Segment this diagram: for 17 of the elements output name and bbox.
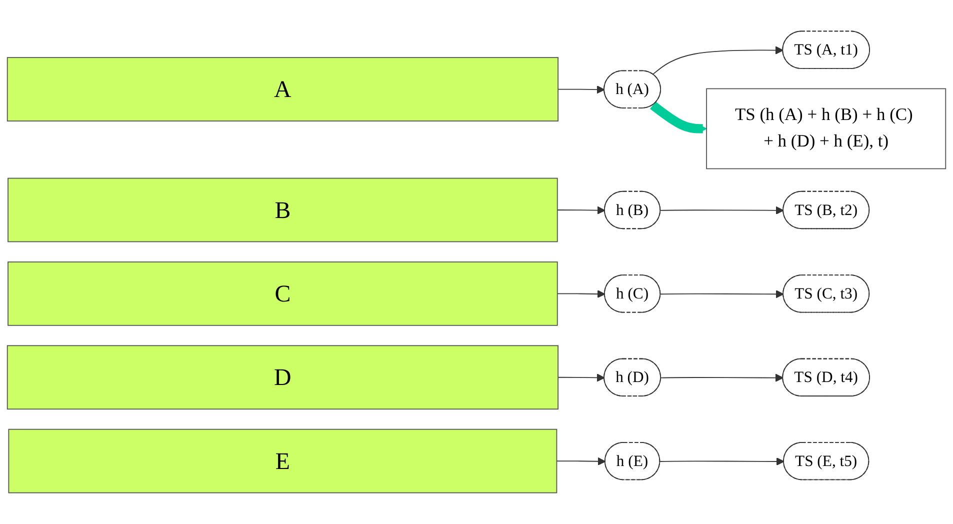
node-box: C: [8, 261, 558, 326]
arrow: [556, 206, 606, 214]
arrow: [650, 102, 707, 134]
node-box: D: [6, 345, 558, 410]
arrow: [660, 290, 784, 298]
arrow: [556, 457, 606, 466]
node-box: E: [8, 428, 558, 494]
arrow: [652, 46, 784, 75]
node-box: B: [8, 178, 558, 242]
arrow: [660, 206, 784, 214]
arrow: [556, 290, 606, 298]
arrow: [660, 457, 784, 466]
arrow: [558, 374, 605, 382]
node-box: A: [6, 57, 558, 122]
arrow: [660, 374, 784, 382]
arrow: [558, 86, 605, 94]
node-box: TS (h (A) + h (B) + h (C) + h (D) + h (E), t): [706, 88, 946, 170]
